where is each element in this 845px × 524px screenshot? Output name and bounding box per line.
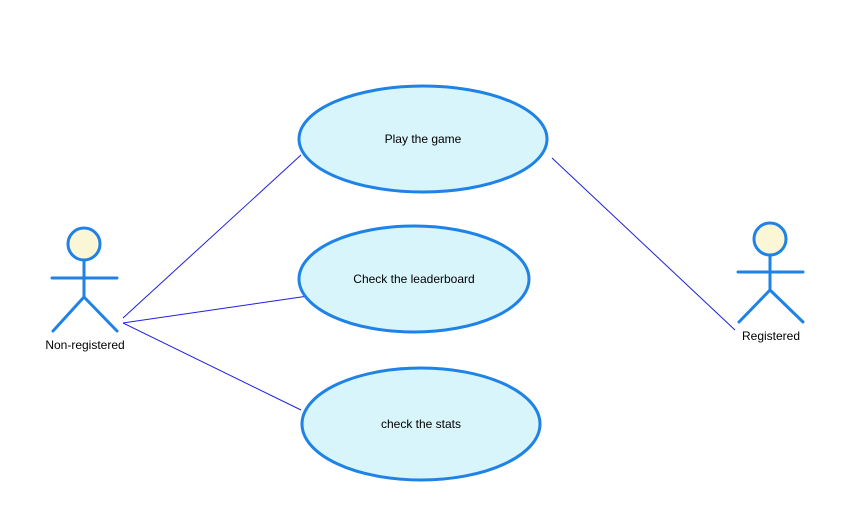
usecase-play-the-game[interactable]: Play the game [297, 84, 549, 194]
actor-head-icon [66, 226, 102, 262]
usecase-label: Play the game [385, 132, 462, 146]
actor-label: Non-registered [45, 338, 124, 352]
actor-registered[interactable]: Registered [736, 221, 805, 343]
usecase-check-the-stats[interactable]: check the stats [300, 366, 542, 482]
usecase-label: Check the leaderboard [353, 272, 474, 286]
association-nonregistered-play [122, 154, 302, 319]
actor-right-leg [82, 295, 119, 333]
actor-left-leg [737, 288, 772, 324]
usecase-ellipse [300, 366, 542, 482]
usecase-check-the-leaderboard[interactable]: Check the leaderboard [297, 224, 531, 334]
association-nonregistered-stats [122, 322, 302, 411]
usecase-ellipse [297, 84, 549, 194]
actor-head-icon [752, 221, 788, 257]
actor-non-registered[interactable]: Non-registered [45, 226, 125, 352]
usecase-ellipse [297, 224, 531, 334]
actor-right-leg [768, 288, 805, 324]
association-registered-play [551, 157, 736, 331]
actor-left-leg [51, 295, 86, 333]
usecase-label: check the stats [381, 417, 461, 431]
association-nonregistered-leaderboard [122, 295, 309, 324]
actor-label: Registered [742, 329, 800, 343]
